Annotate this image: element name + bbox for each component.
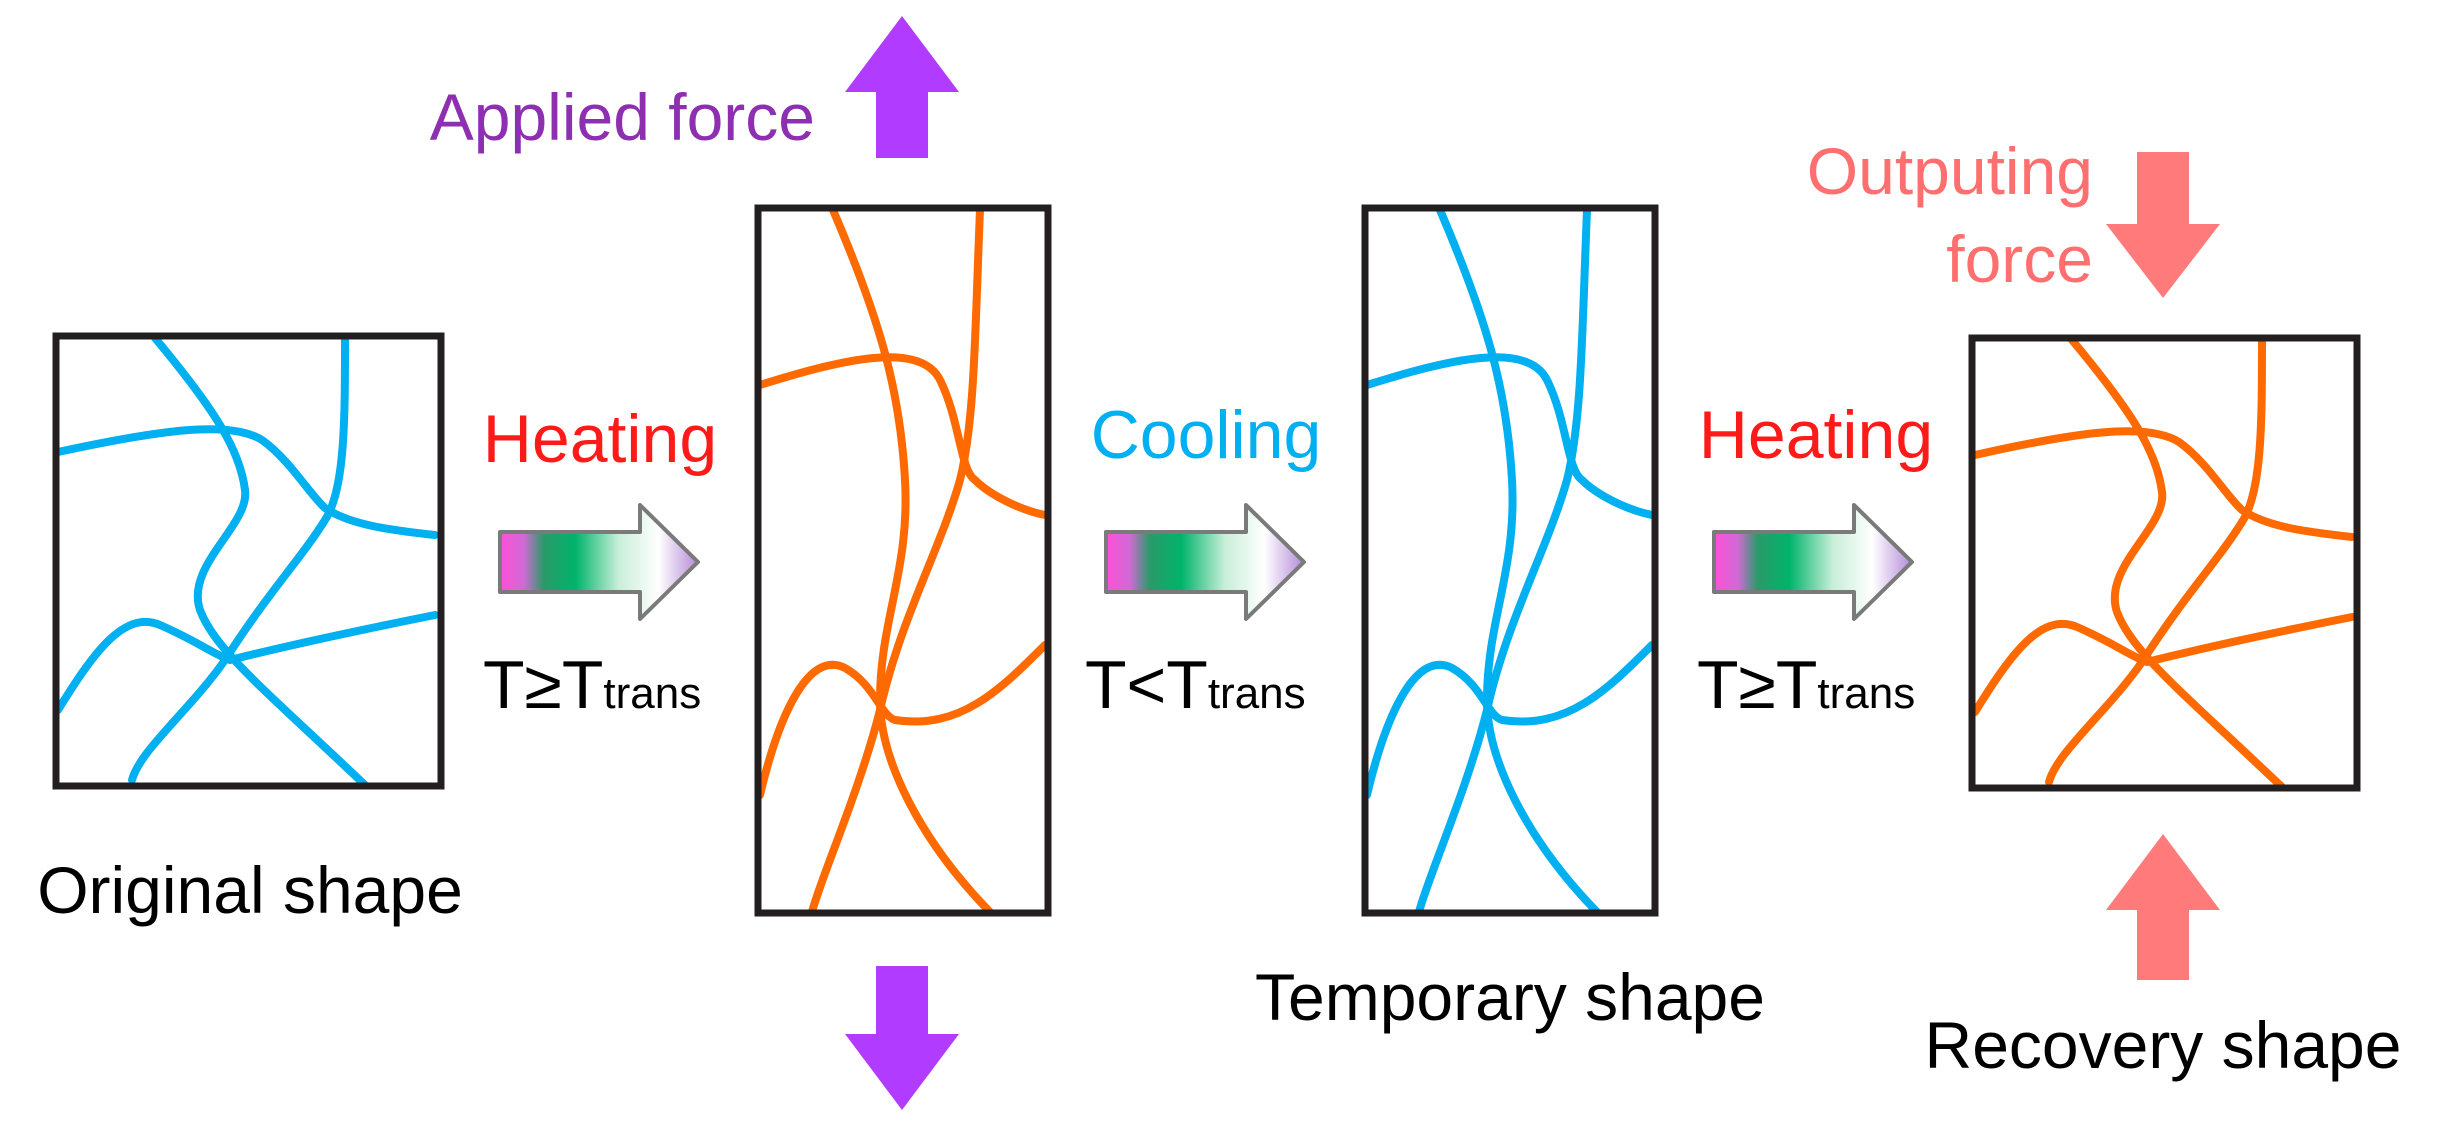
recovery-frame [1968,334,2361,792]
heating-label: Heating [1699,397,1933,473]
temporary-chains [1363,206,1656,916]
up-arrow-icon [2106,834,2220,980]
original-shape-caption: Original shape [37,853,463,927]
applied-force-label: Applied force [430,80,815,154]
condition-label: T≥Ttrans [1697,647,1915,723]
outputing-force-label-line2: force [1946,222,2093,296]
stretched-shape-panel [754,204,1052,917]
outputing-force-label-line1: Outputing [1807,134,2093,208]
down-arrow-icon [2106,152,2220,298]
down-arrow-icon [845,966,959,1110]
recovery-shape-caption: Recovery shape [1925,1008,2402,1082]
up-arrow-icon [845,16,959,158]
cooling-label: Cooling [1091,397,1322,473]
gradient-right-arrow-icon [498,503,700,621]
temporary-frame [1361,204,1659,917]
recovery-shape-panel [1968,334,2361,792]
original-chains [54,334,439,789]
stretched-chains [756,206,1049,916]
heating-label: Heating [483,401,717,477]
original-shape-panel [52,332,445,790]
temporary-shape-caption: Temporary shape [1255,960,1765,1034]
original-frame [52,332,445,790]
gradient-right-arrow-icon [1104,503,1306,621]
condition-label: T<Ttrans [1085,647,1306,723]
stretched-frame [754,204,1052,917]
gradient-right-arrow-icon [1712,503,1914,621]
condition-label: T≥Ttrans [483,647,701,723]
recovery-chains [1971,336,2356,791]
temporary-shape-panel [1361,204,1659,917]
